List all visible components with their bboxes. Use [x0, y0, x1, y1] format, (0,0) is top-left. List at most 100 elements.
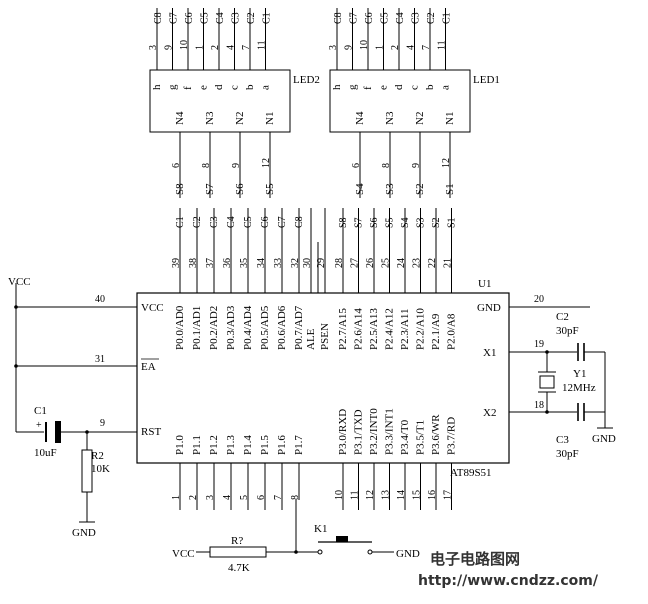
r2-name: R2	[91, 450, 104, 462]
mcu-top-pin-label: P0.1/AD1	[191, 306, 203, 350]
mcu-top-pin-label: P0.4/AD4	[242, 305, 254, 350]
key-gnd-label: GND	[396, 548, 420, 560]
mcu-model: AT89S51	[450, 467, 492, 479]
led-digit-pin: 6	[171, 163, 182, 168]
led1-label: LED1	[473, 74, 500, 86]
led-segment-pin: 7	[241, 45, 252, 50]
led-segment-pin: 4	[226, 45, 237, 50]
led-segment-pin: 11	[437, 40, 448, 50]
pin-label-x2: X2	[483, 407, 496, 419]
mcu-body	[136, 292, 510, 464]
r7-value: 4.7K	[228, 562, 250, 574]
led-segment-letter: f	[182, 86, 194, 90]
mcu-top-net: C8	[294, 216, 305, 228]
led-segment-pin: 2	[210, 45, 221, 50]
led-digit-net: S5	[264, 183, 276, 195]
mcu-top-pin-number: 23	[412, 258, 423, 268]
osc-gnd-label: GND	[592, 433, 616, 445]
mcu-bottom-pin-label: P1.7	[293, 435, 305, 455]
led-segment-net: C2	[246, 12, 257, 24]
mcu-bottom-pin-number: 10	[334, 490, 345, 500]
mcu-top-pin-label: PSEN	[319, 323, 331, 350]
led-segment-pin: 9	[344, 45, 355, 50]
led-segment-letter: e	[378, 85, 390, 90]
led-segment-letter: f	[362, 86, 374, 90]
pin-label-vcc: VCC	[141, 302, 164, 314]
mcu-top-pin-number: 30	[302, 258, 313, 268]
mcu-top-net: C1	[175, 216, 186, 228]
led-segment-letter: d	[213, 84, 225, 90]
dynamic-layer: C83hC79gC610fC51eC42dC34cC27bC111aN46S8N…	[148, 8, 458, 510]
c1-plate-neg	[55, 421, 61, 443]
mcu-bottom-pin-label: P1.1	[191, 435, 203, 455]
mcu-top-net: S1	[447, 217, 458, 228]
led-digit-net: S7	[204, 183, 216, 195]
mcu-top-pin-label: P2.3/A11	[399, 309, 411, 350]
mcu-top-pin-number: 33	[273, 258, 284, 268]
led-segment-net: C3	[411, 12, 422, 24]
mcu-top-pin-number: 34	[256, 258, 267, 268]
pin-number: 18	[534, 400, 544, 411]
junction-dot	[14, 364, 18, 368]
mcu-top-net: S3	[416, 217, 427, 228]
mcu-bottom-pin-number: 3	[205, 495, 216, 500]
mcu-top-net: C7	[277, 216, 288, 228]
mcu-bottom-pin-label: P3.7/RD	[446, 417, 458, 455]
mcu-top-net: S2	[431, 217, 442, 228]
c2-name: C2	[556, 311, 569, 323]
c2-value: 30pF	[556, 325, 579, 337]
mcu-bottom-pin-label: P3.5/T1	[415, 420, 427, 455]
mcu-top-pin-label: ALE	[305, 328, 317, 350]
led-segment-net: C5	[200, 12, 211, 24]
led2-body	[149, 69, 291, 133]
mcu-top-pin-label: P2.5/A13	[368, 308, 380, 350]
mcu-top-pin-number: 35	[239, 258, 250, 268]
c1-name: C1	[34, 405, 47, 417]
led-digit-label: N1	[264, 112, 276, 125]
r7-name: R?	[231, 535, 243, 547]
led-segment-letter: e	[198, 85, 210, 90]
led-digit-pin: 9	[231, 163, 242, 168]
pin-label-ea: EA	[141, 361, 156, 373]
mcu-top-net: S5	[385, 217, 396, 228]
mcu-top-net: C5	[243, 216, 254, 228]
led-segment-net: C8	[153, 12, 164, 24]
vcc-label: VCC	[8, 276, 31, 288]
mcu-bottom-pin-number: 16	[427, 490, 438, 500]
led-digit-label: N2	[234, 112, 246, 125]
mcu-top-pin-label: P0.0/AD0	[174, 305, 186, 350]
mcu-bottom-pin-number: 8	[290, 495, 301, 500]
mcu-top-pin-label: P0.3/AD3	[225, 305, 237, 350]
mcu-top-net: C4	[226, 216, 237, 228]
mcu-top-pin-number: 25	[381, 258, 392, 268]
watermark-title: 电子电路图网	[430, 550, 520, 568]
mcu-top-net: C3	[209, 216, 220, 228]
led-segment-letter: h	[331, 84, 343, 90]
led-digit-pin: 9	[411, 163, 422, 168]
mcu-top-pin-label: P0.5/AD5	[259, 305, 271, 350]
pin-number: 19	[534, 339, 544, 350]
mcu-top-pin-label: P2.7/A15	[337, 308, 349, 350]
mcu-bottom-pin-label: P1.5	[259, 435, 271, 455]
mcu-bottom-pin-label: P1.4	[242, 435, 254, 455]
pin-number: 9	[100, 418, 105, 429]
led-segment-net: C7	[169, 12, 180, 24]
mcu-bottom-pin-label: P1.0	[174, 435, 186, 455]
c1-value: 10uF	[34, 447, 57, 459]
mcu-bottom-pin-number: 11	[350, 490, 361, 500]
led-segment-net: C4	[215, 12, 226, 24]
mcu-bottom-pin-label: P3.2/INT0	[368, 408, 380, 455]
mcu-top-pin-number: 21	[443, 258, 454, 268]
mcu-bottom-pin-number: 15	[412, 490, 423, 500]
pin-number: 40	[95, 294, 105, 305]
pin-label-rst: RST	[141, 426, 161, 438]
mcu-bottom-pin-number: 7	[273, 495, 284, 500]
pin-label-gnd: GND	[477, 302, 501, 314]
mcu-top-pin-number: 29	[316, 258, 327, 268]
led-digit-label: N4	[174, 111, 186, 125]
mcu-top-pin-label: P2.1/A9	[430, 313, 442, 350]
led-segment-pin: 7	[421, 45, 432, 50]
led-segment-pin: 3	[328, 45, 339, 50]
mcu-bottom-pin-label: P1.3	[225, 435, 237, 455]
